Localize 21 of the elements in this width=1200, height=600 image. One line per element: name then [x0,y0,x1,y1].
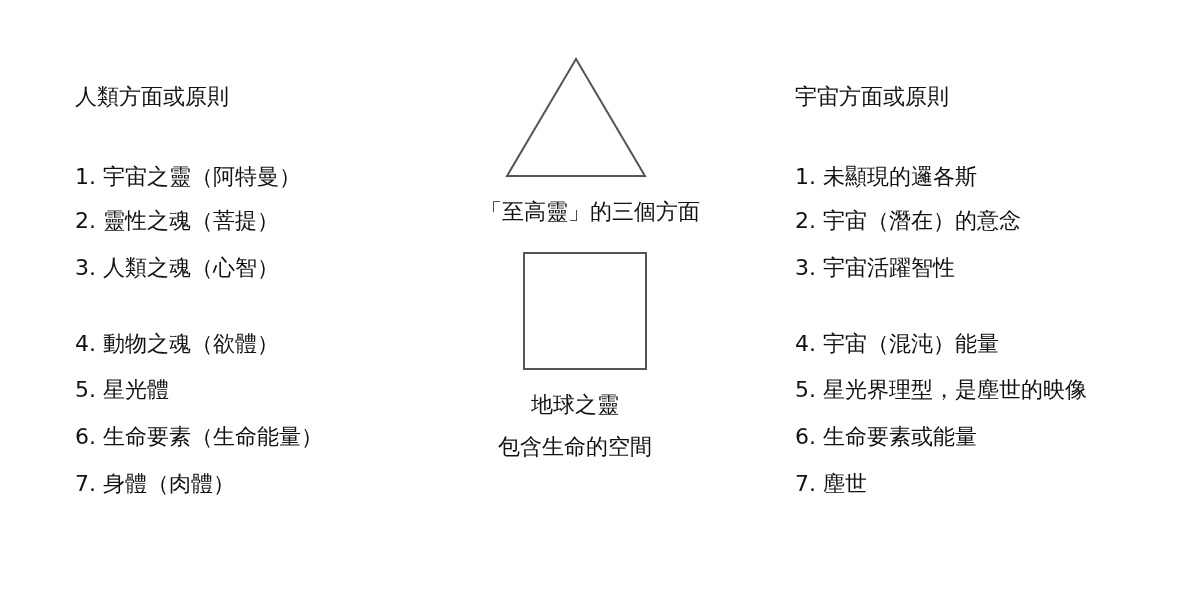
list-item: 7. 身體（肉體） [75,470,235,498]
list-item: 3. 人類之魂（心智） [75,254,279,282]
shape-caption: 包含生命的空間 [498,433,652,461]
list-item: 2. 宇宙（潛在）的意念 [795,207,1021,235]
list-item: 1. 宇宙之靈（阿特曼） [75,163,301,191]
triangle-outline [506,58,646,177]
list-item: 7. 塵世 [795,470,867,498]
list-item: 2. 靈性之魂（菩提） [75,207,279,235]
list-item: 6. 生命要素（生命能量） [75,423,323,451]
square-outline [523,252,647,370]
column-heading: 宇宙方面或原則 [795,83,949,111]
list-item: 4. 宇宙（混沌）能量 [795,330,999,358]
list-item: 1. 未顯現的邏各斯 [795,163,977,191]
shape-caption: 地球之靈 [531,391,619,419]
shape-caption: 「至高靈」的三個方面 [480,198,700,226]
list-item: 4. 動物之魂（欲體） [75,330,279,358]
list-item: 5. 星光體 [75,376,169,404]
list-item: 3. 宇宙活躍智性 [795,254,955,282]
list-item: 6. 生命要素或能量 [795,423,977,451]
column-heading: 人類方面或原則 [75,83,229,111]
list-item: 5. 星光界理型，是塵世的映像 [795,376,1087,404]
